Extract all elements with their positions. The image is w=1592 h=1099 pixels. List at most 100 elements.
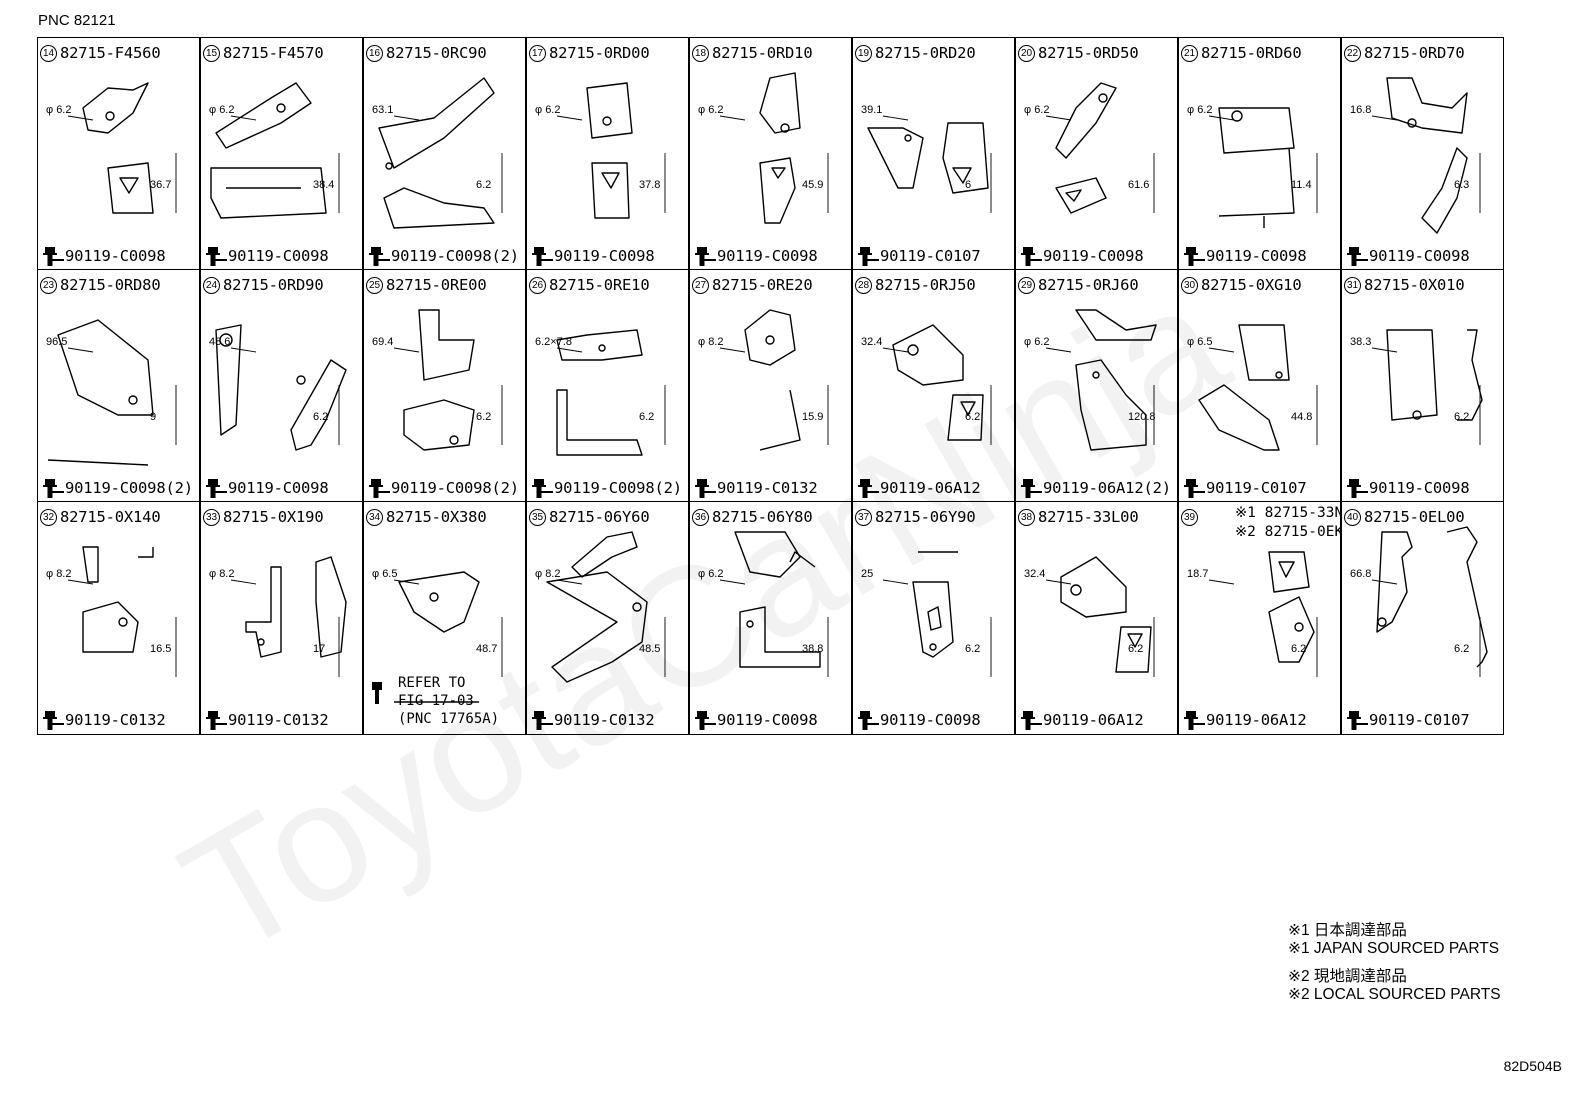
dimension-label: 6 xyxy=(965,179,971,191)
dimension-label: 17 xyxy=(313,643,325,655)
dimension-label: φ 8.2 xyxy=(698,336,723,348)
bolt-footer: 90119-C0107 xyxy=(1183,477,1307,499)
bracket-drawing: φ 6.211.4 xyxy=(1187,104,1318,228)
bolt-footer: 90119-C0098 xyxy=(857,709,981,731)
bolt-icon xyxy=(695,479,716,498)
callout-number: 29 xyxy=(1018,276,1035,294)
bracket-drawing: φ 6.238.4 xyxy=(209,82,340,219)
dimension-label: 69.4 xyxy=(372,336,393,348)
dimension-label: 36.7 xyxy=(150,179,171,191)
callout-number: 18 xyxy=(692,44,709,62)
dimension-label: 9 xyxy=(150,411,156,423)
bolt-footer: 90119-C0132 xyxy=(694,477,818,499)
bracket-drawing: 66.86.2 xyxy=(1350,526,1488,677)
bolt-icon xyxy=(1184,711,1205,730)
dimension-line xyxy=(1045,347,1072,353)
bolt-icon xyxy=(532,711,553,730)
part-number: 82715-0RD60 xyxy=(1201,44,1302,62)
dimension-line xyxy=(230,347,257,353)
part-number: 82715-F4570 xyxy=(223,44,324,62)
bolt-part-number: 90119-C0098 xyxy=(1369,479,1470,497)
dimension-label: 11.4 xyxy=(1291,179,1312,191)
bolt-part-number: 90119-C0098 xyxy=(65,247,166,265)
bolt-icon xyxy=(858,479,879,498)
bolt-part-number: 90119-C0098 xyxy=(228,479,329,497)
bolt-footer: 90119-C0098 xyxy=(205,477,329,499)
callout-number: 22 xyxy=(1344,44,1361,62)
bolt-part-number: 90119-C0098(2) xyxy=(391,479,519,497)
note-2-jp: ※2 現地調達部品 xyxy=(1288,968,1407,985)
callout-number: 40 xyxy=(1344,508,1361,526)
dimension-line xyxy=(556,115,583,121)
dimension-label: φ 8.2 xyxy=(46,568,71,580)
bolt-icon xyxy=(858,711,879,730)
part-cell: 39※1 82715-33N10※2 82715-0EK20 18.76.290… xyxy=(1178,501,1341,735)
bolt-footer: 90119-C0098(2) xyxy=(368,245,519,267)
bolt-footer: 90119-C0098 xyxy=(1183,245,1307,267)
callout-number: 31 xyxy=(1344,276,1361,294)
bolt-icon xyxy=(206,479,227,498)
note-1-en: ※1 JAPAN SOURCED PARTS xyxy=(1288,940,1500,957)
callout-number: 20 xyxy=(1018,44,1035,62)
dimension-label: 6.2 xyxy=(1128,643,1143,655)
callout-number: 38 xyxy=(1018,508,1035,526)
dimension-label: φ 6.2 xyxy=(1024,336,1049,348)
part-number: 82715-0RJ60 xyxy=(1038,276,1139,294)
part-number: 82715-F4560 xyxy=(60,44,161,62)
part-number: 82715-0X380 xyxy=(386,508,487,526)
alternate-part-number: ※2 82715-0EK20 xyxy=(1235,524,1340,540)
dimension-line xyxy=(67,579,94,585)
bracket-drawing: φ 6.237.8 xyxy=(535,82,666,219)
dimension-line xyxy=(230,579,257,585)
callout-number: 16 xyxy=(366,44,383,62)
bolt-footer: 90119-C0098 xyxy=(1346,245,1470,267)
dimension-label: 6.2 xyxy=(1291,643,1306,655)
bolt-part-number: 90119-C0107 xyxy=(1206,479,1307,497)
part-number: 82715-0X140 xyxy=(60,508,161,526)
dimension-label: φ 6.2 xyxy=(698,104,723,116)
bolt-part-number: 90119-C0098 xyxy=(1206,247,1307,265)
bolt-footer: 90119-06A12 xyxy=(1020,709,1144,731)
bolt-part-number: 90119-C0098(2) xyxy=(391,247,519,265)
dimension-label: 32.4 xyxy=(1024,568,1045,580)
dimension-label: φ 6.2 xyxy=(698,568,723,580)
bolt-icon xyxy=(372,682,382,704)
callout-number: 19 xyxy=(855,44,872,62)
bolt-icon xyxy=(369,479,390,498)
dimension-label: 96.5 xyxy=(46,336,67,348)
bolt-part-number: 90119-C0107 xyxy=(880,247,981,265)
dimension-label: 16.8 xyxy=(1350,104,1371,116)
refer-note: REFER TO FIG 17-03 (PNC 17765A) xyxy=(398,675,500,727)
part-number: 82715-0RE10 xyxy=(549,276,650,294)
bracket-drawing: 256.2 xyxy=(861,551,992,677)
bolt-footer: 90119-C0107 xyxy=(857,245,981,267)
dimension-label: 38.8 xyxy=(802,643,823,655)
dimension-label: 6.2 xyxy=(476,411,491,423)
dimension-label: φ 6.2 xyxy=(535,104,560,116)
dimension-line xyxy=(1045,115,1072,121)
dimension-label: 6.2 xyxy=(639,411,654,423)
part-number: 82715-0RE00 xyxy=(386,276,487,294)
dimension-label: 25 xyxy=(861,568,873,580)
